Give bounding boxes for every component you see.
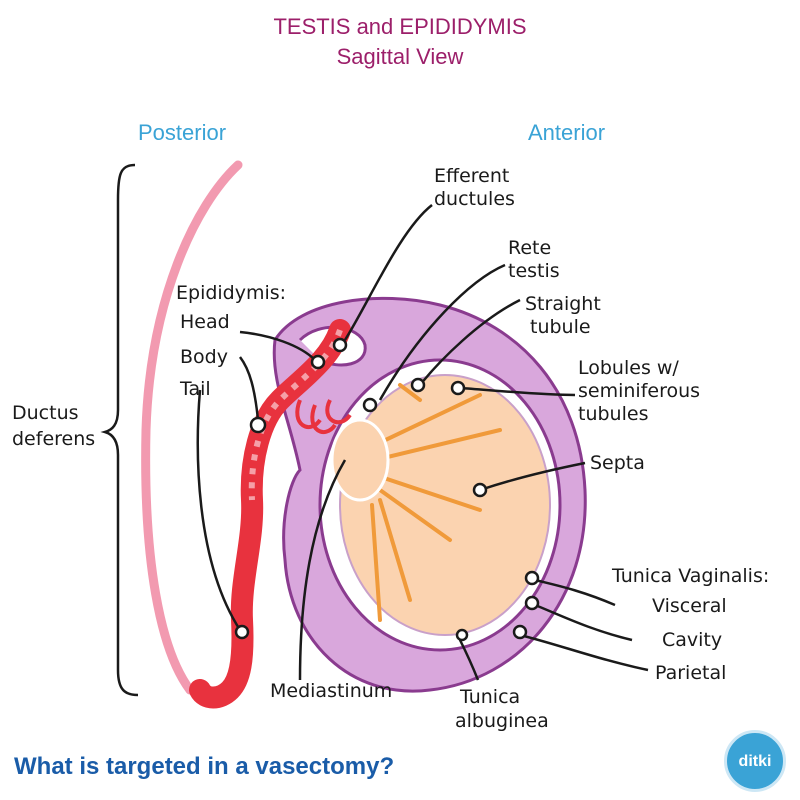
septa-label: Septa [590,452,645,474]
question-text: What is targeted in a vasectomy? [14,753,395,780]
head-label: Head [180,311,230,333]
diagram-subtitle: Sagittal View [336,44,464,69]
anterior-label: Anterior [528,120,606,145]
tunica-vaginalis-label: Tunica Vaginalis: [612,565,770,587]
mediastinum-label: Mediastinum [270,680,393,702]
cavity-label: Cavity [662,629,723,651]
parietal-label: Parietal [655,662,727,684]
tunica-albuginea-label-2: albuginea [455,710,549,732]
diagram-title: TESTIS and EPIDIDYMIS [273,14,527,39]
efferent-label-1: Efferent [434,165,510,187]
lobules-label-1: Lobules w/ [578,357,679,379]
ditki-logo: ditki [724,730,786,792]
mediastinum-rete [330,418,390,502]
lobules-label-2: seminiferous [578,380,701,402]
rete-label-1: Rete [508,237,552,259]
tunica-albuginea-label-1: Tunica [460,686,521,708]
efferent-ductule-loops [295,399,352,435]
leader-end-circles [234,337,540,642]
straight-label-1: Straight [525,293,601,315]
epididymis-label: Epididymis: [176,282,287,304]
efferent-label-2: ductules [434,188,515,210]
visceral-label: Visceral [652,595,727,617]
posterior-label: Posterior [138,120,227,145]
ductus-label-1: Ductus [12,402,79,424]
leader-lines [196,204,649,681]
ductus-deferens [141,160,243,695]
logo-text: ditki [738,753,772,770]
tail-label: Tail [180,378,211,400]
rete-label-2: testis [508,260,560,282]
ductus-label-2: deferens [12,428,96,450]
body-label: Body [180,346,228,368]
ductus-bracket [100,163,139,697]
epididymis-highlight [248,328,343,501]
lobules-label-3: tubules [578,403,649,425]
septa-lines [370,383,502,622]
straight-label-2: tubule [530,316,591,338]
testis-parenchyma [339,374,551,636]
